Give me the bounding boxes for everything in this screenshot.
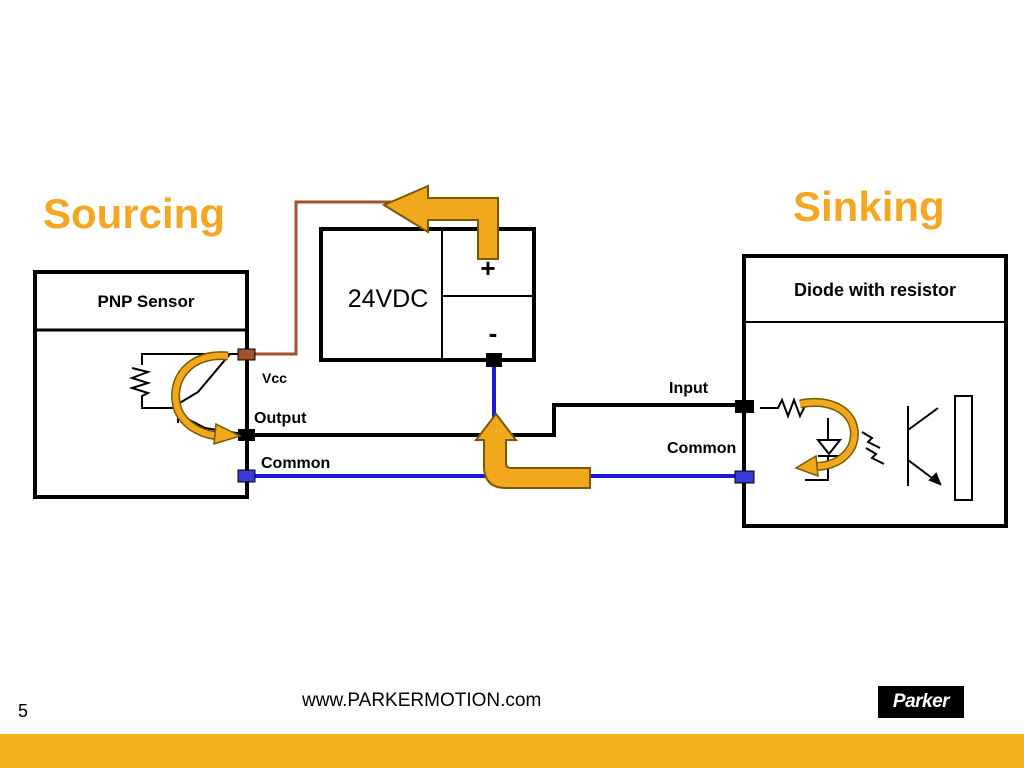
- optocoupler-circuit: [760, 395, 973, 501]
- input-label: Input: [669, 380, 709, 397]
- sink-common-label: Common: [667, 440, 736, 457]
- vcc-wire: [247, 200, 392, 356]
- current-arrow-plus: [381, 184, 499, 260]
- footer-url: www.PARKERMOTION.com: [302, 690, 542, 711]
- vcc-terminal: [237, 348, 256, 361]
- page-number: 5: [18, 701, 29, 721]
- sensor-common-label: Common: [261, 455, 330, 472]
- input-terminal: [735, 400, 754, 413]
- supply-minus-terminal: [486, 353, 502, 367]
- current-arrow-sensor: [171, 351, 243, 446]
- footer-bar: [0, 734, 1024, 768]
- sink-common-terminal: [734, 470, 755, 484]
- current-arrow-sink: [794, 398, 859, 478]
- sinking-input-title: Diode with resistor: [794, 280, 956, 300]
- power-supply-label: 24VDC: [348, 285, 429, 313]
- power-supply-box: 24VDC + -: [319, 227, 536, 362]
- sourcing-heading: Sourcing: [43, 190, 226, 237]
- current-arrow-common: [473, 412, 591, 489]
- sensor-common-terminal: [237, 469, 256, 483]
- vcc-label: Vcc: [262, 370, 287, 386]
- output-terminal: [238, 429, 255, 441]
- plus-terminal-label: +: [480, 253, 495, 283]
- pnp-sensor-title: PNP Sensor: [97, 292, 194, 311]
- minus-terminal-label: -: [489, 318, 498, 348]
- pnp-sensor-box: PNP Sensor: [33, 270, 249, 499]
- output-input-wire: [247, 403, 744, 437]
- output-label: Output: [254, 410, 307, 427]
- sinking-heading: Sinking: [793, 183, 945, 230]
- parker-logo: Parker: [878, 686, 964, 718]
